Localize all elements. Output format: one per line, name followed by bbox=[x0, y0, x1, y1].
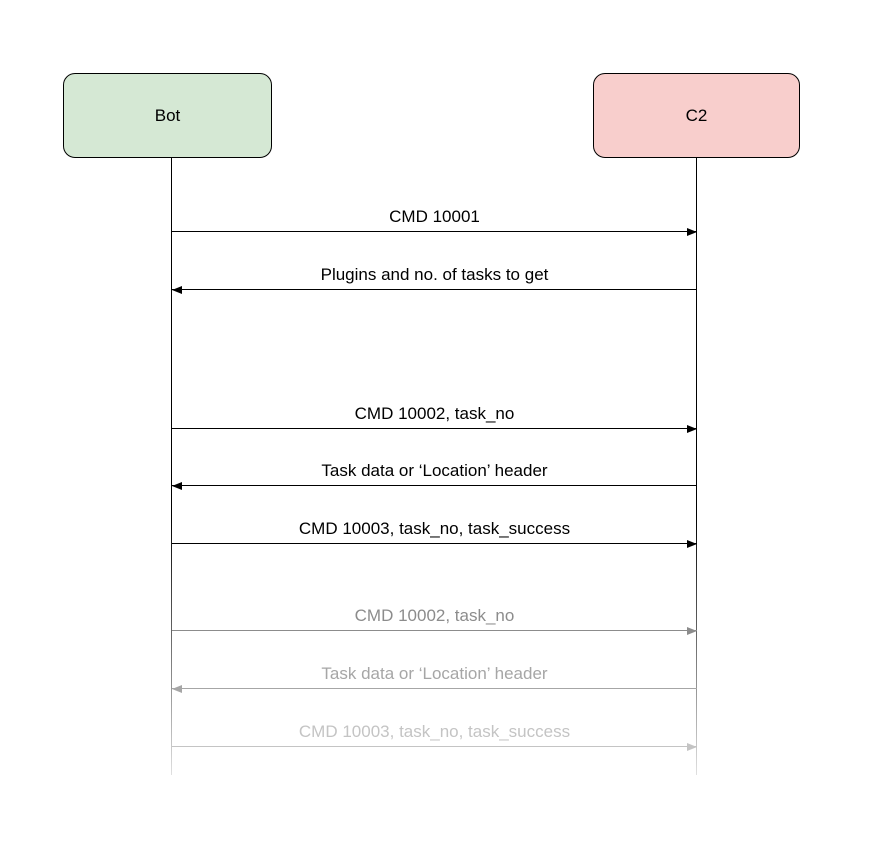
message-label: Plugins and no. of tasks to get bbox=[320, 264, 549, 284]
message-arrow: Task data or ‘Location’ header bbox=[172, 659, 697, 693]
arrowhead-icon bbox=[687, 228, 697, 236]
message-label: Task data or ‘Location’ header bbox=[321, 460, 548, 480]
actor-label-c2: C2 bbox=[685, 105, 708, 125]
message-label: CMD 10003, task_no, task_success bbox=[298, 721, 571, 741]
actor-label-bot: Bot bbox=[154, 105, 181, 125]
message-line bbox=[172, 688, 697, 689]
message-line bbox=[172, 428, 697, 429]
message-arrow: Task data or ‘Location’ header bbox=[172, 456, 697, 490]
lifeline-bot bbox=[171, 158, 172, 775]
message-label: CMD 10002, task_no bbox=[354, 403, 515, 423]
message-line bbox=[172, 746, 697, 747]
message-arrow: Plugins and no. of tasks to get bbox=[172, 260, 697, 294]
message-label: CMD 10002, task_no bbox=[354, 605, 515, 625]
arrowhead-icon bbox=[172, 685, 182, 693]
message-line bbox=[172, 543, 697, 544]
arrowhead-icon bbox=[687, 743, 697, 751]
arrowhead-icon bbox=[172, 286, 182, 294]
lifeline-c2 bbox=[696, 158, 697, 775]
arrowhead-icon bbox=[687, 540, 697, 548]
message-arrow: CMD 10003, task_no, task_success bbox=[172, 717, 697, 751]
message-label: CMD 10001 bbox=[389, 206, 480, 226]
message-label: Task data or ‘Location’ header bbox=[321, 663, 548, 683]
message-arrow: CMD 10002, task_no bbox=[172, 399, 697, 433]
message-line bbox=[172, 630, 697, 631]
message-arrow: CMD 10002, task_no bbox=[172, 601, 697, 635]
actor-box-c2: C2 bbox=[593, 73, 800, 158]
arrowhead-icon bbox=[687, 425, 697, 433]
actor-box-bot: Bot bbox=[63, 73, 272, 158]
message-arrow: CMD 10003, task_no, task_success bbox=[172, 514, 697, 548]
arrowhead-icon bbox=[172, 482, 182, 490]
message-line bbox=[172, 289, 697, 290]
message-label: CMD 10003, task_no, task_success bbox=[298, 518, 571, 538]
arrowhead-icon bbox=[687, 627, 697, 635]
message-line bbox=[172, 485, 697, 486]
message-line bbox=[172, 231, 697, 232]
message-arrow: CMD 10001 bbox=[172, 202, 697, 236]
